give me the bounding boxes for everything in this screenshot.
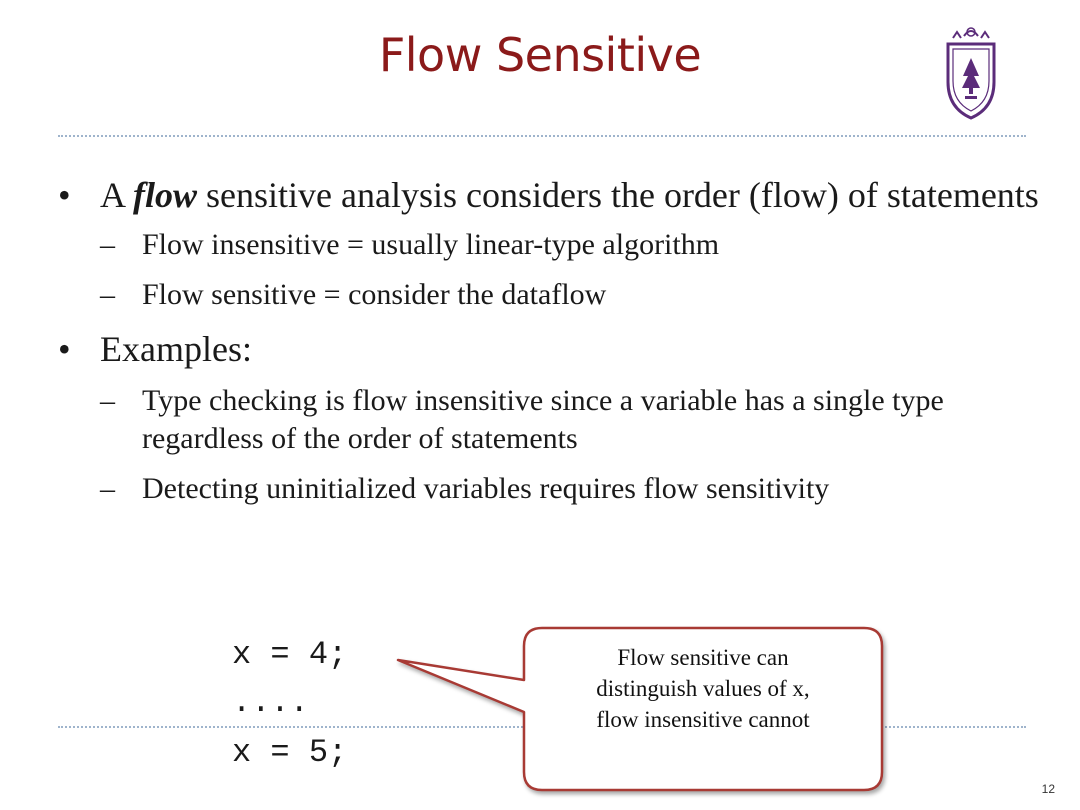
university-seal-icon (946, 27, 996, 120)
bullet-list: • A flow sensitive analysis considers th… (58, 172, 1068, 508)
bullet-text-prefix: A (100, 175, 134, 215)
code-line: x = 4; (232, 636, 348, 673)
bullet-marker: • (58, 329, 71, 369)
dash-marker: – (100, 472, 115, 505)
page-number: 12 (1041, 782, 1055, 796)
title-divider (58, 135, 1026, 137)
bullet-flow-sensitive: • A flow sensitive analysis considers th… (58, 172, 1068, 218)
bullet-text: sensitive analysis considers the order (… (197, 175, 1039, 215)
bullet-marker: • (58, 175, 71, 215)
sub-bullet-text: Flow insensitive = usually linear-type a… (142, 228, 720, 261)
code-line: .... (232, 684, 309, 721)
callout-text: Flow sensitive can distinguish values of… (525, 642, 881, 735)
dash-marker: – (100, 384, 115, 417)
dash-marker: – (100, 228, 115, 261)
sub-bullet-text: Flow sensitive = consider the dataflow (142, 278, 607, 311)
code-line: x = 5; (232, 734, 348, 771)
bullet-examples: • Examples: (58, 326, 1068, 372)
sub-bullet-text: Type checking is flow insensitive since … (142, 384, 944, 455)
emphasis-flow: flow (133, 175, 198, 215)
sub-bullet: – Flow sensitive = consider the dataflow (58, 276, 1068, 314)
callout-line: distinguish values of x, (596, 676, 810, 701)
callout-line: flow insensitive cannot (596, 707, 810, 732)
sub-bullet: – Flow insensitive = usually linear-type… (58, 226, 1068, 264)
sub-bullet-text: Detecting uninitialized variables requir… (142, 472, 830, 505)
slide-title: Flow Sensitive (378, 28, 702, 82)
callout-line: Flow sensitive can (617, 645, 789, 670)
sub-bullet: – Detecting uninitialized variables requ… (58, 470, 1068, 508)
bullet-text: Examples: (100, 329, 252, 369)
sub-bullet: – Type checking is flow insensitive sinc… (58, 382, 1068, 458)
dash-marker: – (100, 278, 115, 311)
